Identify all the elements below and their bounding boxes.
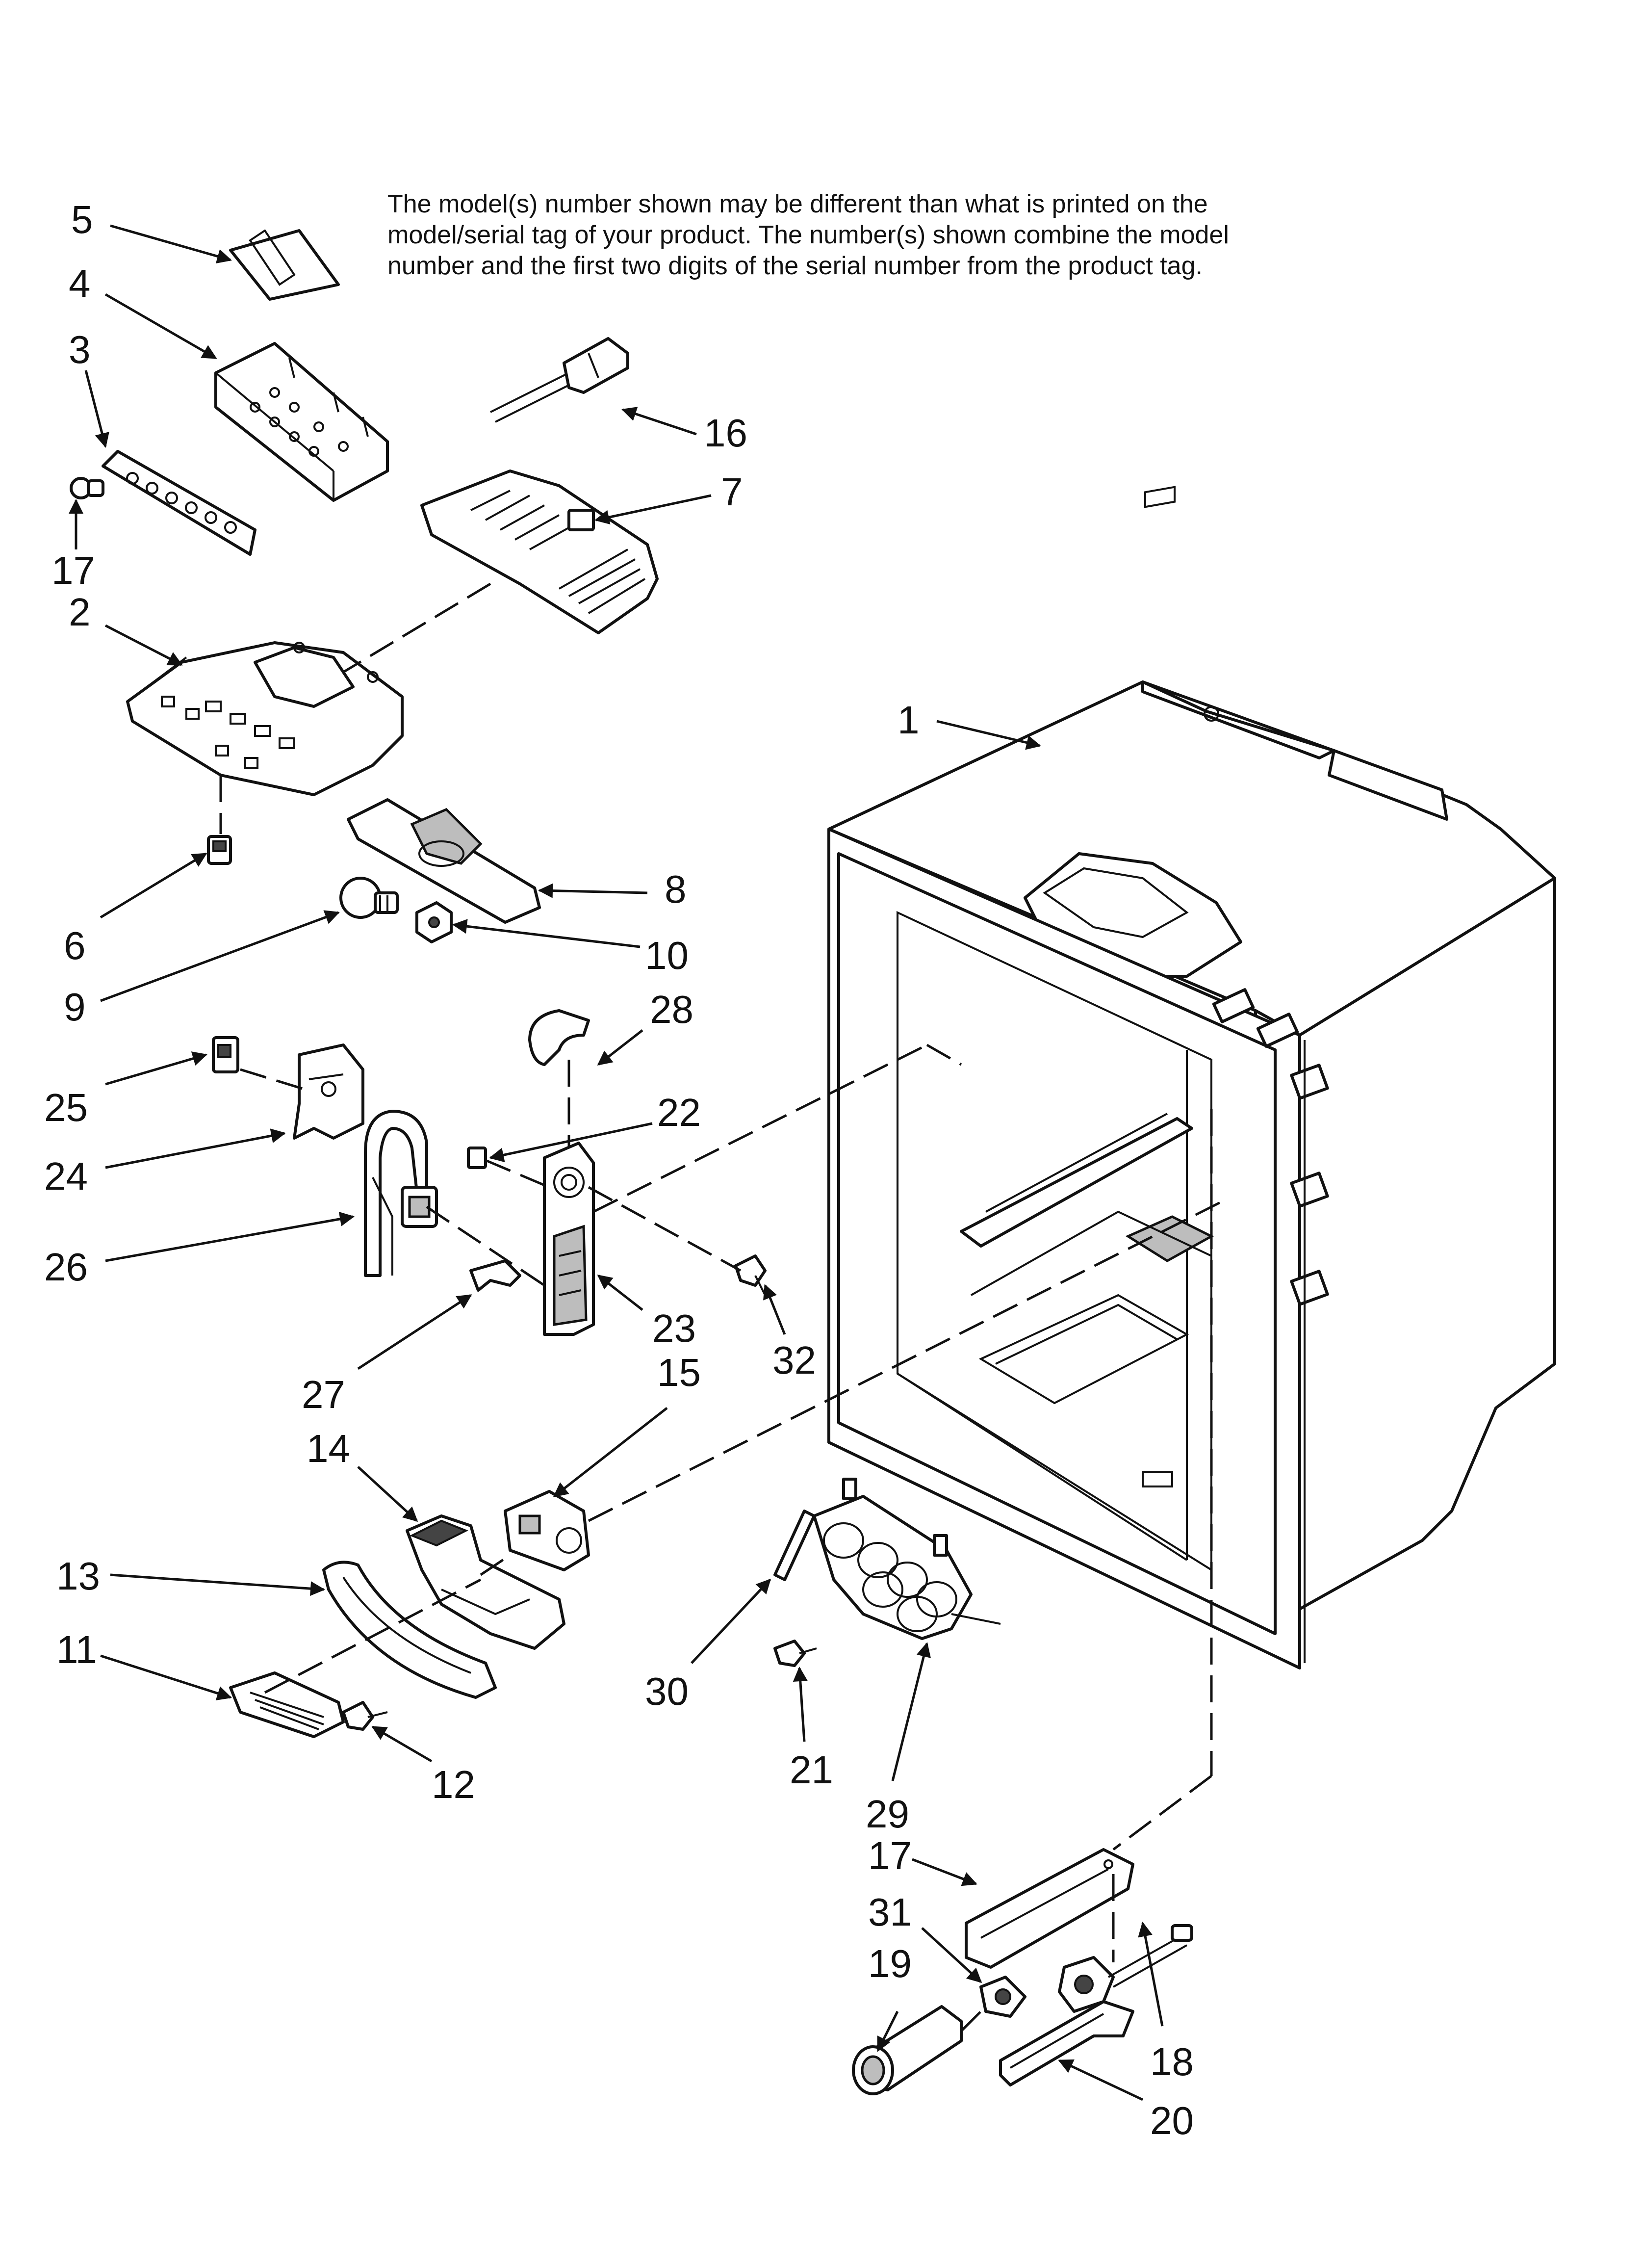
part-15-switch-assembly[interactable] [504,1490,590,1571]
part-22-clip[interactable] [467,1147,487,1169]
label-29: 29 [866,1792,909,1836]
part-14-lever-housing[interactable] [406,1514,565,1650]
label-31: 31 [868,1890,912,1934]
part-26-water-tube[interactable] [364,1110,438,1277]
part-1-liner[interactable] [827,486,1556,1669]
label-2: 2 [69,590,91,634]
part-29-coil-assembly[interactable] [813,1478,1001,1640]
part-25-sensor[interactable] [212,1036,239,1073]
part-17-screw-top[interactable] [70,477,104,499]
part-23-water-dispenser[interactable] [543,1142,595,1336]
label-12: 12 [432,1763,475,1806]
label-3: 3 [69,328,91,371]
part-10-light-socket[interactable] [415,901,453,943]
label-24: 24 [44,1154,88,1198]
part-31-filter-cap[interactable] [979,1976,1026,2018]
part-4-control-housing[interactable] [214,342,389,502]
part-9-light-bulb[interactable] [339,877,399,919]
label-22: 22 [657,1091,701,1134]
label-9: 9 [64,985,86,1029]
label-1: 1 [898,698,920,742]
part-16-thermistor[interactable] [490,337,629,423]
leader-lines [69,224,1164,2101]
part-17-filter-bracket[interactable] [965,1848,1134,1969]
part-21-screw[interactable] [773,1640,817,1667]
model-number-note: The model(s) number shown may be differe… [387,189,1393,282]
assembly-dash-lines [219,582,1222,2032]
part-8-light-lens[interactable] [347,798,541,924]
part-6-light-switch[interactable] [207,835,232,865]
part-7-duct-cover[interactable] [420,469,659,634]
part-30-tube[interactable] [773,1510,816,1581]
part-32-screw[interactable] [734,1254,767,1296]
label-8: 8 [665,867,687,911]
part-24-bracket[interactable] [293,1043,364,1140]
label-30: 30 [645,1669,689,1713]
label-13: 13 [56,1554,100,1598]
label-14: 14 [307,1427,350,1470]
part-5-clip[interactable] [229,229,340,301]
part-27-bracket[interactable] [469,1259,521,1292]
label-18: 18 [1150,2040,1194,2084]
label-4: 4 [69,261,91,305]
label-15: 15 [657,1351,701,1394]
label-25: 25 [44,1086,88,1129]
label-21: 21 [790,1748,833,1792]
label-7: 7 [721,470,743,514]
part-28-gasket[interactable] [528,1009,590,1066]
label-20: 20 [1150,2099,1194,2142]
label-5: 5 [71,198,93,241]
part-number-labels: 5 4 3 17 2 6 9 8 10 16 7 1 28 25 22 24 2… [44,198,1194,2142]
label-11: 11 [56,1628,97,1671]
note-line-1: The model(s) number shown may be differe… [387,190,1208,218]
part-13-dispenser-paddle[interactable] [322,1561,497,1699]
label-6: 6 [64,924,86,967]
label-16: 16 [704,411,747,455]
part-2-light-housing[interactable] [126,641,404,796]
label-32: 32 [772,1338,816,1382]
label-28: 28 [650,988,693,1031]
note-line-3: number and the first two digits of the s… [387,252,1203,280]
label-27: 27 [302,1373,345,1416]
label-23: 23 [652,1306,696,1350]
part-11-drip-grille[interactable] [229,1671,345,1738]
note-line-2: model/serial tag of your product. The nu… [387,221,1229,249]
label-10: 10 [645,934,689,977]
label-19: 19 [868,1942,912,1985]
label-26: 26 [44,1245,88,1289]
part-3-control-plate[interactable] [102,450,257,556]
part-19-water-filter[interactable] [852,2005,963,2095]
label-17-bottom: 17 [868,1834,912,1877]
label-17-top: 17 [51,548,95,592]
part-20-filter-cover[interactable] [999,2000,1134,2086]
part-12-screw[interactable] [342,1701,388,1731]
part-18-filter-head[interactable] [1058,1924,1193,2013]
